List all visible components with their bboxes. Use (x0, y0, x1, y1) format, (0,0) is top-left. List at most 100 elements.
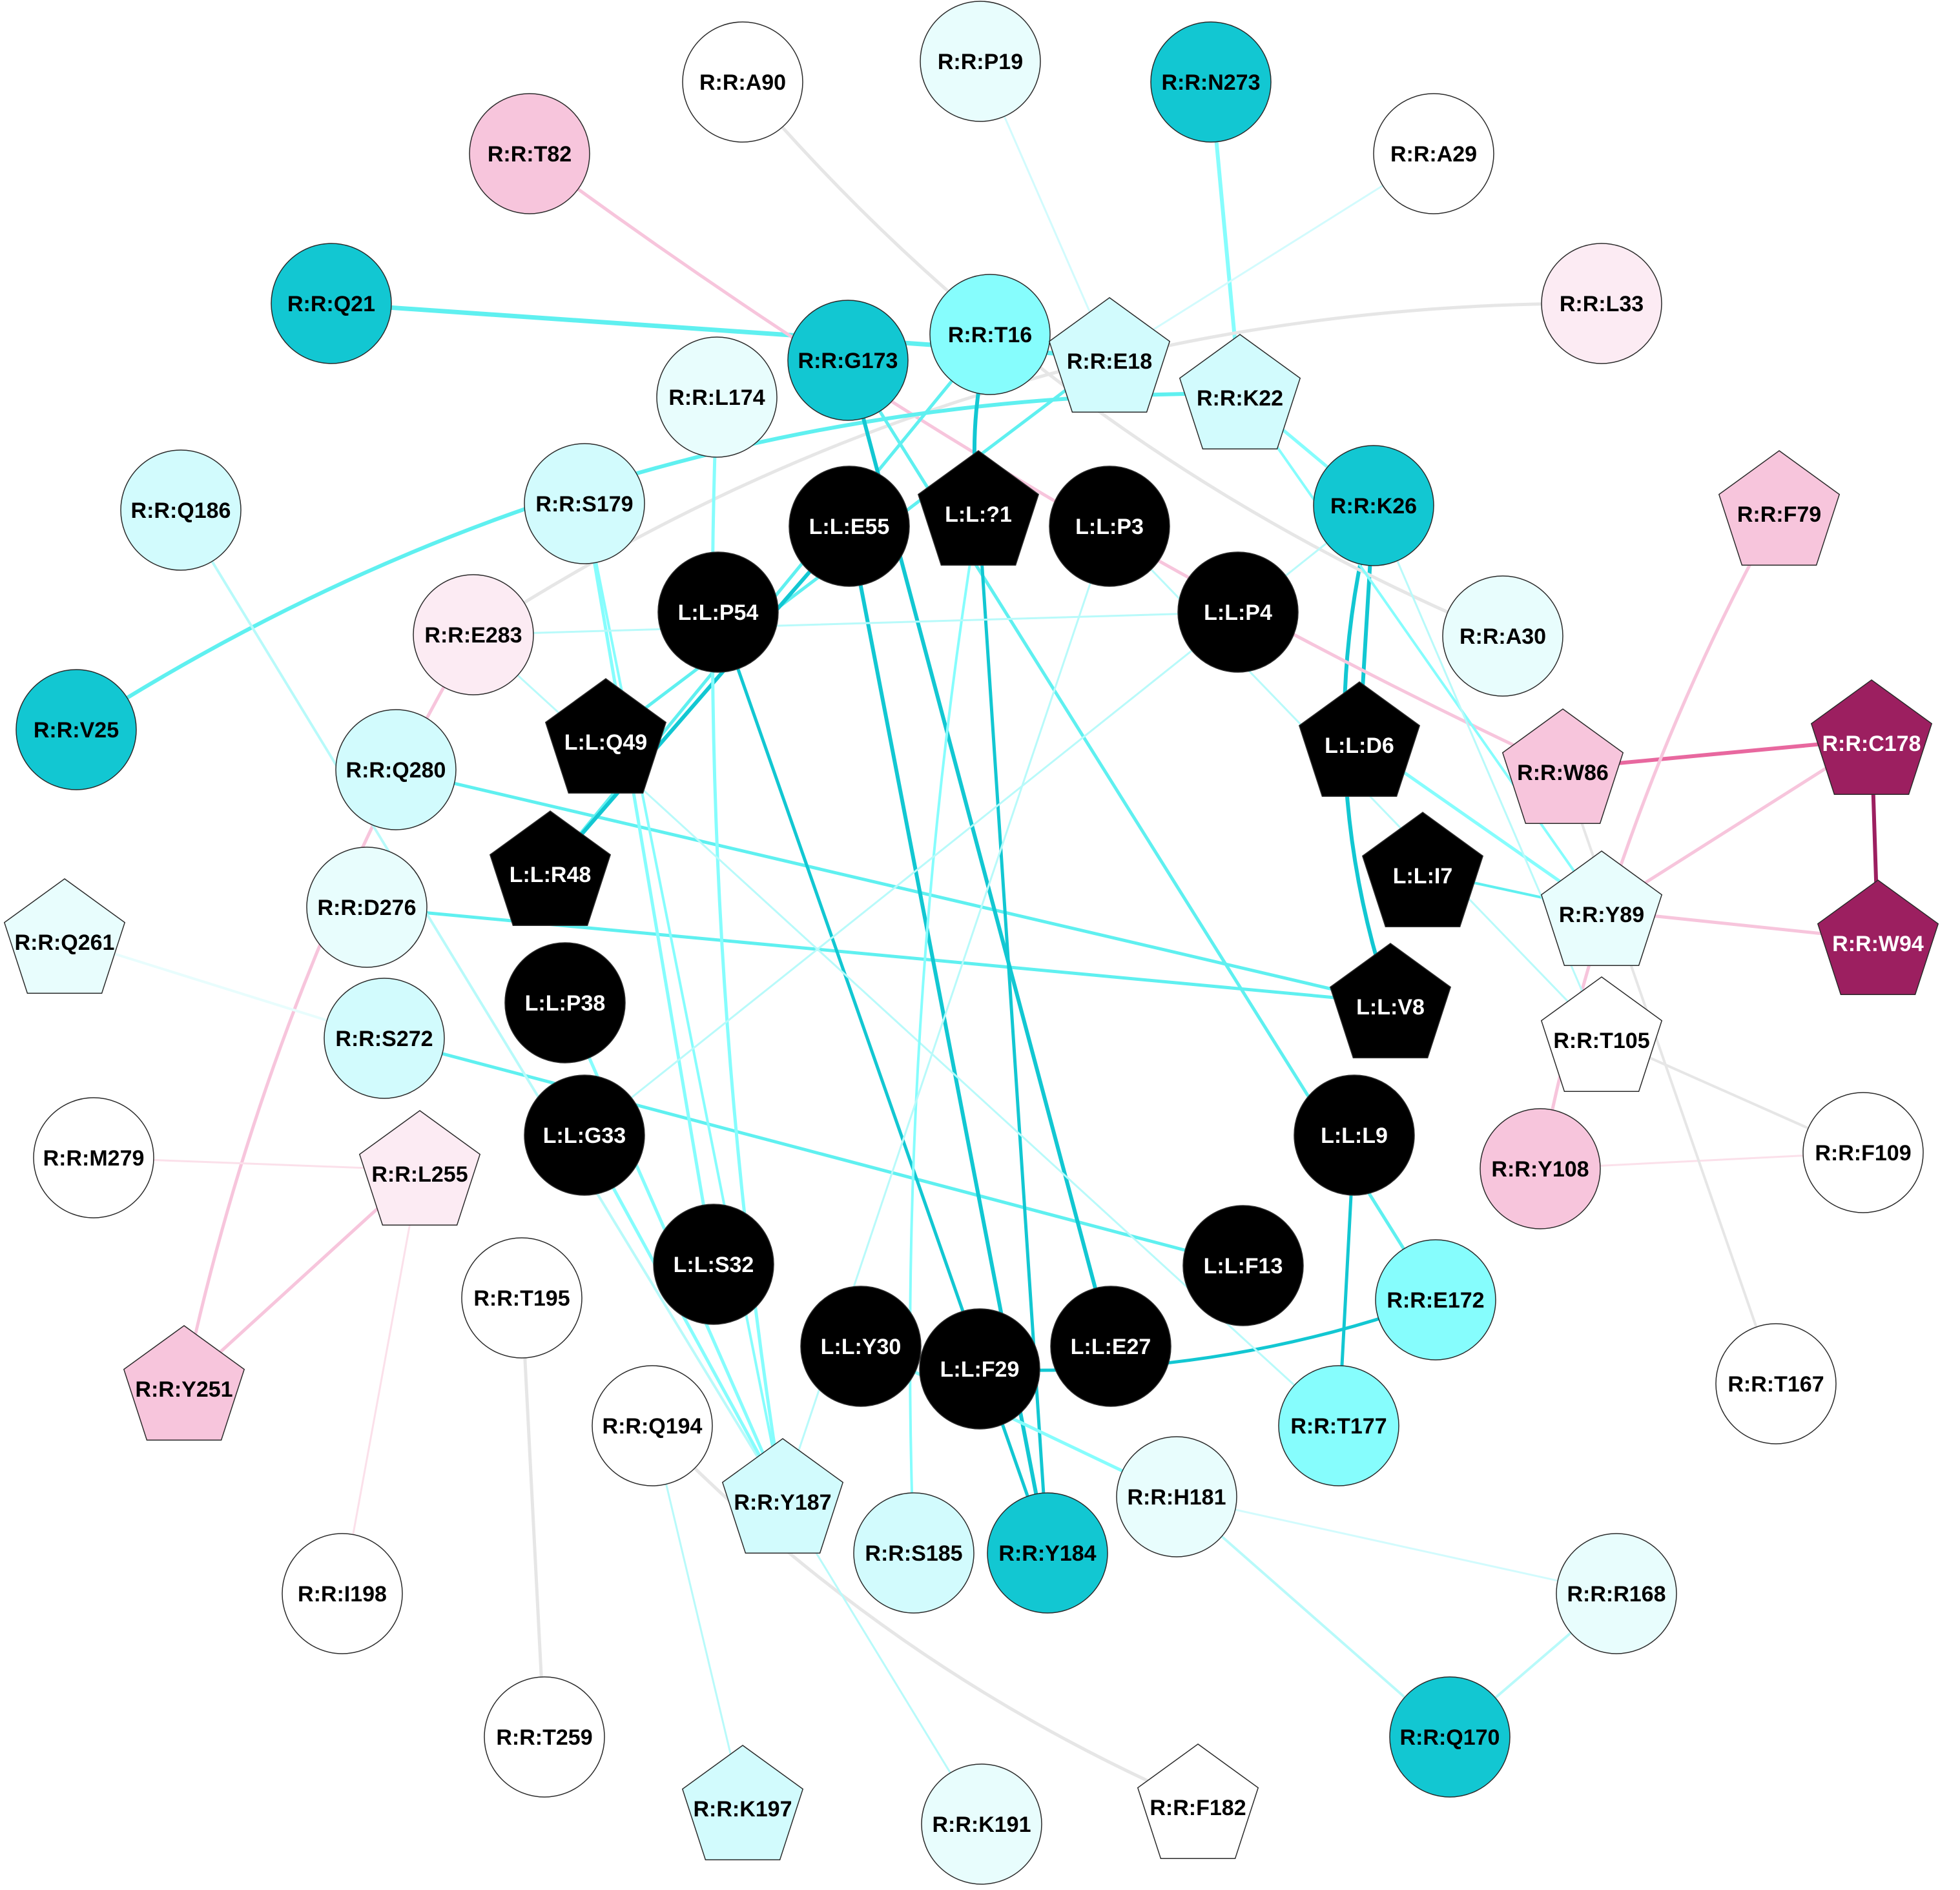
node-circle (1541, 243, 1662, 364)
node-circle (484, 1676, 605, 1798)
node-label: L:L:F29 (940, 1357, 1020, 1382)
node-r-r-e283: R:R:E283 (413, 574, 534, 695)
node-circle (919, 1308, 1040, 1430)
node-pentagon (1501, 708, 1624, 825)
node-label: R:R:Y251 (135, 1377, 232, 1402)
node-r-r-y187: R:R:Y187 (721, 1438, 844, 1554)
node-label: R:R:Y184 (998, 1541, 1096, 1566)
node-pentagon (1361, 812, 1484, 928)
node-pentagon (489, 810, 612, 927)
node-label: R:R:I198 (298, 1582, 387, 1607)
node-circle (33, 1097, 154, 1218)
edge-r-r-t82-r-r-w86 (528, 152, 1565, 770)
node-label: L:L:E27 (1071, 1335, 1151, 1359)
node-label: R:R:E172 (1387, 1288, 1484, 1313)
edge-r-r-s179-l-l-s32 (583, 502, 716, 1266)
node-circle (987, 1492, 1108, 1614)
node-circle (929, 274, 1051, 395)
node-r-r-y184: R:R:Y184 (987, 1492, 1108, 1614)
node-r-r-w94: R:R:W94 (1817, 879, 1939, 996)
node-r-r-f109: R:R:F109 (1802, 1092, 1924, 1213)
node-label: R:R:Q280 (346, 758, 446, 783)
node-r-r-t105: R:R:T105 (1540, 976, 1663, 1093)
node-label: L:L:Q49 (564, 730, 647, 755)
node-r-r-v25: R:R:V25 (15, 669, 137, 790)
node-pentagon (1810, 679, 1933, 796)
node-label: L:L:I7 (1393, 864, 1453, 889)
node-label: L:L:P3 (1075, 515, 1144, 539)
node-circle (1373, 93, 1494, 214)
node-r-r-k26: R:R:K26 (1313, 445, 1434, 566)
node-circle (524, 443, 645, 564)
node-l-l-q49: L:L:Q49 (544, 678, 667, 794)
node-circle (800, 1286, 922, 1407)
node-r-r-y108: R:R:Y108 (1480, 1108, 1601, 1229)
node-pentagon (1048, 297, 1171, 413)
node-r-r-q194: R:R:Q194 (592, 1365, 713, 1486)
node-label: R:R:K22 (1197, 386, 1283, 411)
node-label: R:R:E18 (1067, 349, 1152, 374)
node-r-r-q186: R:R:Q186 (120, 449, 242, 571)
node-label: R:R:T105 (1553, 1029, 1649, 1053)
node-l-l-p4: L:L:P4 (1177, 551, 1299, 673)
node-label: R:R:A30 (1460, 624, 1546, 649)
node-circle (1480, 1108, 1601, 1229)
node-r-r-p19: R:R:P19 (920, 1, 1041, 122)
node-circle (1116, 1436, 1237, 1557)
node-label: R:R:N273 (1161, 70, 1260, 95)
node-label: R:R:Q186 (131, 498, 231, 523)
node-circle (1050, 1286, 1171, 1407)
node-pentagon (1329, 943, 1452, 1059)
node-label: R:R:H181 (1127, 1485, 1226, 1510)
node-r-r-r168: R:R:R168 (1556, 1533, 1677, 1654)
edge-r-r-q280-l-l-v8 (394, 768, 1392, 1005)
node-label: R:R:T82 (488, 142, 572, 167)
node-circle (524, 1074, 645, 1196)
node-l-l-f13: L:L:F13 (1182, 1205, 1304, 1326)
node-label: R:R:F109 (1815, 1141, 1911, 1166)
node-circle (1182, 1205, 1304, 1326)
node-r-r-a90: R:R:A90 (682, 21, 803, 143)
edge-l-l-1-r-r-s185 (909, 509, 980, 1554)
node-r-r-w86: R:R:W86 (1501, 708, 1624, 825)
node-label: R:R:Y89 (1559, 903, 1644, 927)
node-circle (1278, 1365, 1399, 1486)
node-label: R:R:S179 (535, 492, 633, 517)
node-l-l-g33: L:L:G33 (524, 1074, 645, 1196)
node-label: L:L:Y30 (821, 1335, 902, 1359)
node-circle (653, 1204, 774, 1325)
node-label: R:R:F182 (1150, 1796, 1246, 1820)
node-r-r-l33: R:R:L33 (1541, 243, 1662, 364)
node-circle (271, 243, 392, 364)
node-r-r-a30: R:R:A30 (1442, 575, 1563, 697)
node-r-r-k191: R:R:K191 (921, 1763, 1042, 1885)
node-circle (853, 1492, 975, 1614)
node-circle (504, 942, 626, 1063)
node-circle (921, 1763, 1042, 1885)
node-label: R:R:F79 (1737, 502, 1821, 527)
node-l-l-e55: L:L:E55 (789, 466, 910, 587)
node-circle (1389, 1676, 1511, 1798)
node-pentagon (1817, 879, 1939, 996)
edge-r-r-h181-r-r-r168 (1175, 1495, 1618, 1595)
node-label: R:R:A29 (1390, 142, 1477, 167)
node-label: L:L:P38 (525, 991, 606, 1016)
edge-l-l-1-r-r-y184 (976, 508, 1049, 1555)
node-r-r-q170: R:R:Q170 (1389, 1676, 1511, 1798)
node-r-r-f182: R:R:F182 (1137, 1743, 1259, 1860)
node-label: R:R:Q170 (1400, 1725, 1500, 1750)
node-r-r-k197: R:R:K197 (681, 1745, 804, 1861)
node-label: L:L:L9 (1321, 1124, 1388, 1148)
node-l-l-s32: L:L:S32 (653, 1204, 774, 1325)
node-circle (1177, 551, 1299, 673)
node-label: R:R:D276 (317, 896, 416, 920)
node-r-r-d276: R:R:D276 (306, 847, 428, 968)
node-circle (324, 978, 445, 1099)
node-l-l-r48: L:L:R48 (489, 810, 612, 927)
node-r-r-s272: R:R:S272 (324, 978, 445, 1099)
node-r-r-t16: R:R:T16 (929, 274, 1051, 395)
node-pentagon (1179, 334, 1301, 450)
node-r-r-a29: R:R:A29 (1373, 93, 1494, 214)
node-label: R:R:S272 (335, 1027, 433, 1051)
